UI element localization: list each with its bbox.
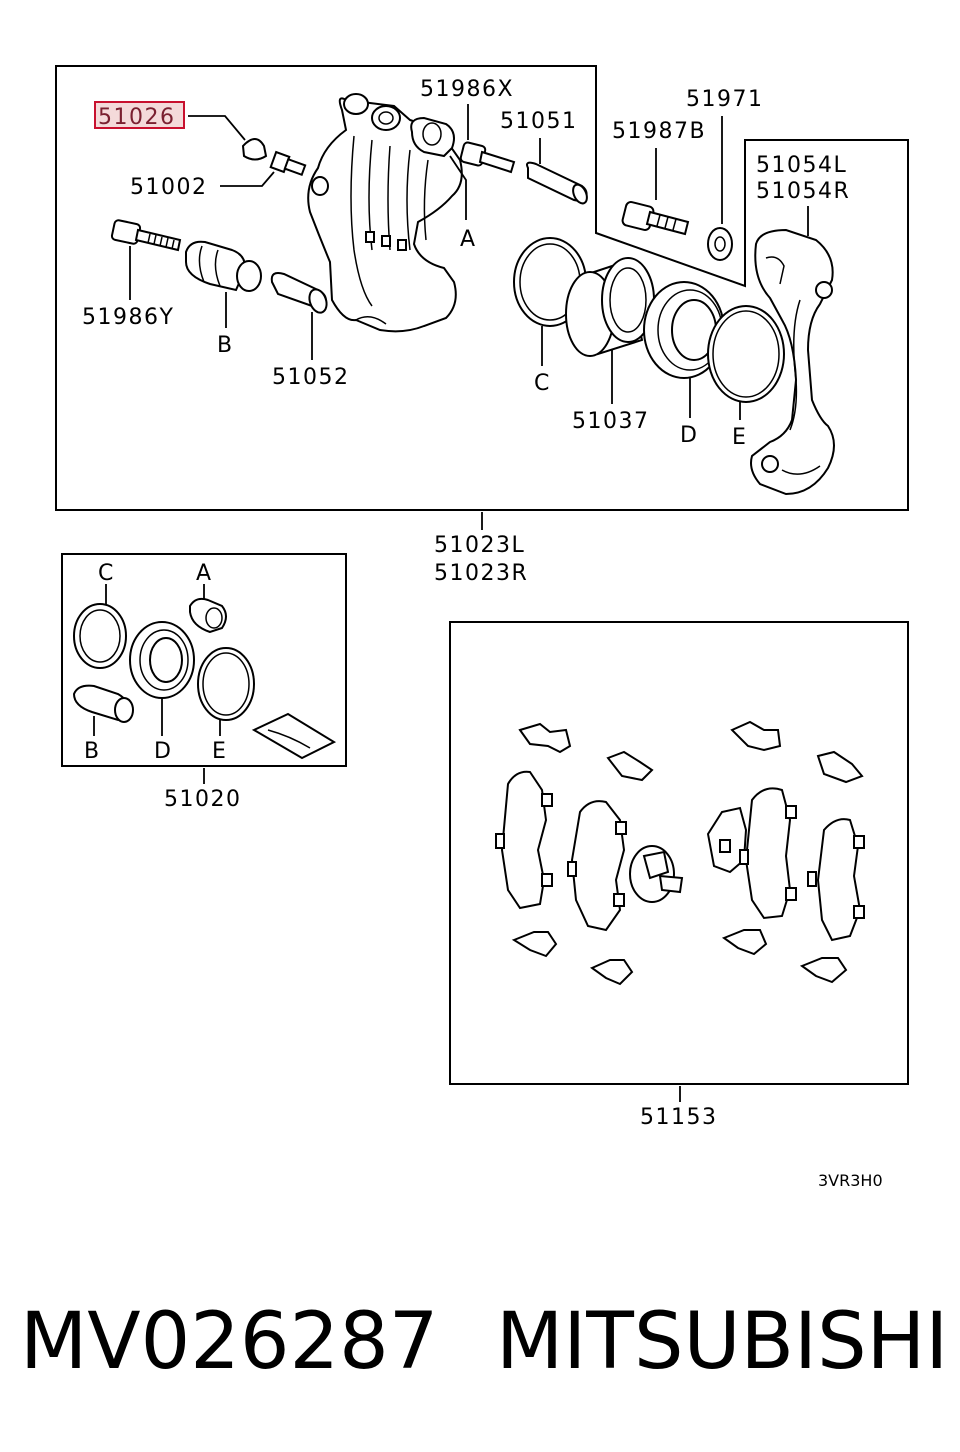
guide-bolt-y <box>110 219 182 252</box>
label-e: E <box>732 425 747 450</box>
caliper-bracket <box>750 228 835 496</box>
brake-pad <box>739 787 797 920</box>
label-c: C <box>534 371 551 396</box>
label-51020: 51020 <box>164 787 242 812</box>
label-a: A <box>460 227 477 252</box>
sleeve-51051 <box>526 161 588 205</box>
leader-51002 <box>220 171 275 187</box>
label-b: B <box>217 333 234 358</box>
brake-pad <box>807 818 865 942</box>
brake-pad <box>495 770 553 910</box>
bracket-bolt <box>621 201 690 236</box>
label-51971: 51971 <box>686 87 764 112</box>
label-51054l: 51054L <box>756 153 847 178</box>
boot-ring-e <box>707 305 785 403</box>
bleeder-screw <box>269 150 307 177</box>
label-51986y: 51986Y <box>82 305 174 330</box>
leader-51026 <box>188 115 246 141</box>
guide-pin-boot-b <box>185 240 262 292</box>
kit-boot-b <box>72 684 134 723</box>
piston <box>565 257 655 357</box>
kit-label-a: A <box>196 561 213 586</box>
label-51153: 51153 <box>640 1105 718 1130</box>
footer-brand: MITSUBISHI <box>496 1297 948 1387</box>
bleeder-cap <box>241 138 268 161</box>
label-51037: 51037 <box>572 409 650 434</box>
label-51986x: 51986X <box>420 77 514 102</box>
anti-squeal-shim <box>629 845 684 903</box>
kit-boot-d <box>129 621 195 699</box>
label-51054r: 51054R <box>756 179 850 204</box>
pad-clip <box>511 929 848 986</box>
kit-label-e: E <box>212 739 227 764</box>
anti-squeal-shim <box>706 806 748 874</box>
brake-pad <box>567 800 627 932</box>
footer-part-number: MV026287 <box>20 1297 438 1387</box>
kit-ring-e <box>197 647 255 721</box>
kit-label-d: D <box>154 739 172 764</box>
kit-label-b: B <box>84 739 101 764</box>
repair-kit-frame <box>61 553 347 767</box>
guide-bolt-x <box>459 141 516 174</box>
kit-label-c: C <box>98 561 115 586</box>
diagram-code: 3VR3H0 <box>818 1171 883 1190</box>
pad-clip <box>518 720 864 784</box>
kit-seal-c <box>73 603 127 669</box>
label-51987b: 51987B <box>612 119 706 144</box>
sleeve-51052 <box>270 272 328 314</box>
label-51023l: 51023L <box>434 533 525 558</box>
kit-grease-packet <box>251 712 337 760</box>
washer <box>707 227 733 261</box>
label-51002: 51002 <box>130 175 208 200</box>
label-51051: 51051 <box>500 109 578 134</box>
piston-boot-d <box>643 281 725 379</box>
highlighted-part-box <box>94 101 185 129</box>
label-d: D <box>680 423 698 448</box>
guide-pin-boot-a <box>410 116 455 158</box>
kit-boot-a <box>189 597 227 634</box>
label-51052: 51052 <box>272 365 350 390</box>
caliper-body <box>307 93 463 333</box>
caliper-assembly-frame <box>55 65 909 511</box>
pad-set-frame <box>449 621 909 1085</box>
leader-a <box>449 155 467 220</box>
label-51026: 51026 <box>98 105 176 130</box>
label-51023r: 51023R <box>434 561 528 586</box>
